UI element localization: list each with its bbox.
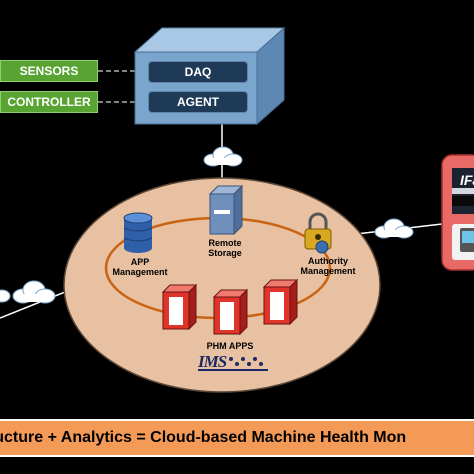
app-server-icon: [262, 278, 299, 326]
cloud-icon: [203, 146, 243, 167]
database-icon: [123, 212, 153, 253]
agent-row: AGENT: [148, 91, 248, 113]
device-panel: [441, 154, 474, 271]
bottom-banner: ructure + Analytics = Cloud-based Machin…: [0, 419, 474, 457]
app-server-icon: [212, 288, 249, 336]
device-panel-title: IFa: [460, 172, 474, 188]
ims-logo-text: IMS: [198, 352, 227, 371]
lock-icon: [304, 212, 332, 254]
ims-logo-tagline: [198, 369, 268, 371]
cloud-icon: [12, 280, 56, 304]
controller-label: CONTROLLER: [0, 91, 98, 113]
phm-apps-label: PHM APPS: [206, 341, 254, 351]
cloud-icon: [374, 218, 414, 239]
ims-logo: IMS: [198, 352, 268, 372]
authority-management-label: Authority Management: [300, 256, 356, 276]
daq-row: DAQ: [148, 61, 248, 83]
storage-server-icon: [208, 184, 244, 236]
ims-logo-dots: [229, 357, 263, 366]
app-server-icon: [161, 283, 198, 331]
app-management-label: APP Management: [112, 257, 168, 277]
remote-storage-label: Remote Storage: [208, 238, 242, 258]
sensors-label: SENSORS: [0, 60, 98, 82]
banner-text: ructure + Analytics = Cloud-based Machin…: [0, 429, 407, 446]
cloud-icon-partial: [0, 289, 11, 303]
